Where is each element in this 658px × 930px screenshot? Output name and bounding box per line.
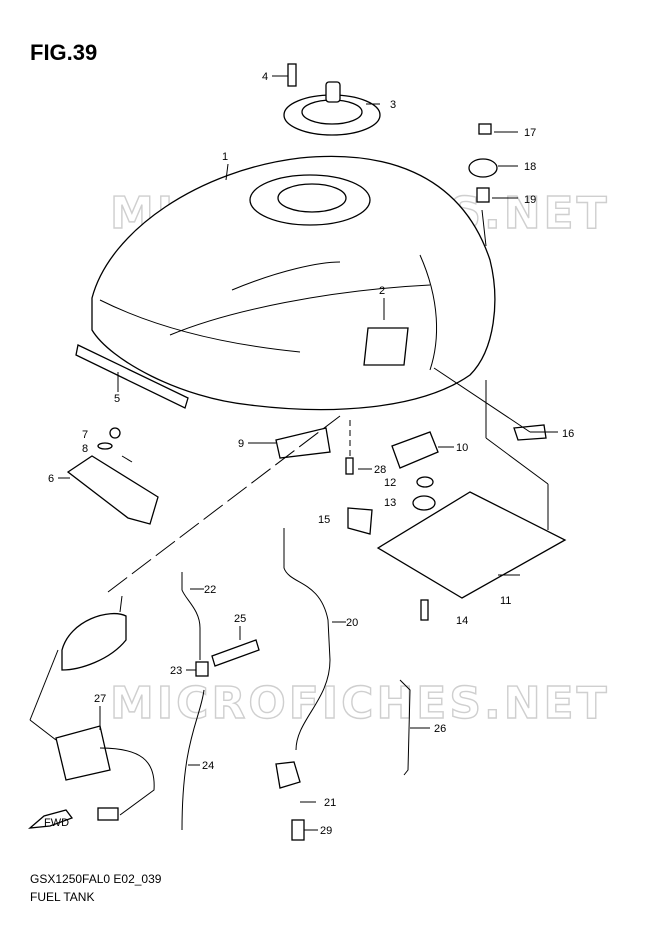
callout-23: 23 <box>170 665 182 677</box>
bracket-bolt <box>420 599 429 621</box>
watermark-bottom: MICROFICHES.NET <box>110 678 610 729</box>
callout-9: 9 <box>238 438 244 450</box>
callout-25: 25 <box>234 613 246 625</box>
callout-27: 27 <box>94 693 106 705</box>
callout-8: 8 <box>82 443 88 455</box>
callout-18: 18 <box>524 161 536 173</box>
cushion <box>275 427 331 459</box>
cushion-rear <box>391 431 439 469</box>
mount-bolt <box>478 123 492 135</box>
callout-28: 28 <box>374 464 386 476</box>
check-valve <box>211 639 260 667</box>
callout-1: 1 <box>222 151 228 163</box>
bracket <box>376 491 567 599</box>
bushing <box>412 495 436 511</box>
callout-10: 10 <box>456 442 468 454</box>
leader-lines <box>29 75 558 831</box>
callout-17: 17 <box>524 127 536 139</box>
forward-arrow-icon <box>28 809 74 829</box>
fuel-pump <box>55 612 155 821</box>
callout-15: 15 <box>318 514 330 526</box>
callout-6: 6 <box>48 473 54 485</box>
callout-2: 2 <box>379 285 385 297</box>
hose-joint <box>195 661 209 677</box>
tank-bolt <box>345 457 354 475</box>
callout-22: 22 <box>204 584 216 596</box>
callout-11: 11 <box>500 595 511 607</box>
callout-29: 29 <box>320 825 332 837</box>
screw <box>109 427 121 439</box>
washer <box>97 442 113 450</box>
callout-20: 20 <box>346 617 358 629</box>
callout-21: 21 <box>324 797 336 809</box>
hose-drain-lower <box>181 689 205 831</box>
mount-cushion <box>468 158 498 178</box>
fwd-label: FWD <box>44 817 69 829</box>
callout-5: 5 <box>114 393 120 405</box>
side-rubber <box>66 455 159 525</box>
figure-code: GSX1250FAL0 E02_039 <box>30 872 162 886</box>
tank-emblem <box>363 327 409 366</box>
callout-12: 12 <box>384 477 396 489</box>
cap-bolt <box>287 63 297 87</box>
bracket-cushion <box>347 507 373 535</box>
hose-clamp <box>275 761 301 789</box>
rubber-strip <box>75 344 189 409</box>
mount-collar <box>476 187 490 203</box>
callout-7: 7 <box>82 429 88 441</box>
figure-title: FIG.39 <box>30 40 98 65</box>
callout-19: 19 <box>524 194 536 206</box>
callout-14: 14 <box>456 615 468 627</box>
fuel-cap <box>283 81 381 136</box>
callout-13: 13 <box>384 497 396 509</box>
callout-16: 16 <box>562 428 574 440</box>
collar <box>416 476 434 488</box>
callout-26: 26 <box>434 723 446 735</box>
hose-breather <box>181 572 201 660</box>
cable-band <box>399 679 411 776</box>
hose-drain <box>283 528 331 751</box>
hose-cap <box>291 819 305 841</box>
callout-4: 4 <box>262 71 268 83</box>
callout-24: 24 <box>202 760 214 772</box>
figure-name: FUEL TANK <box>30 890 95 904</box>
callout-3: 3 <box>390 99 396 111</box>
